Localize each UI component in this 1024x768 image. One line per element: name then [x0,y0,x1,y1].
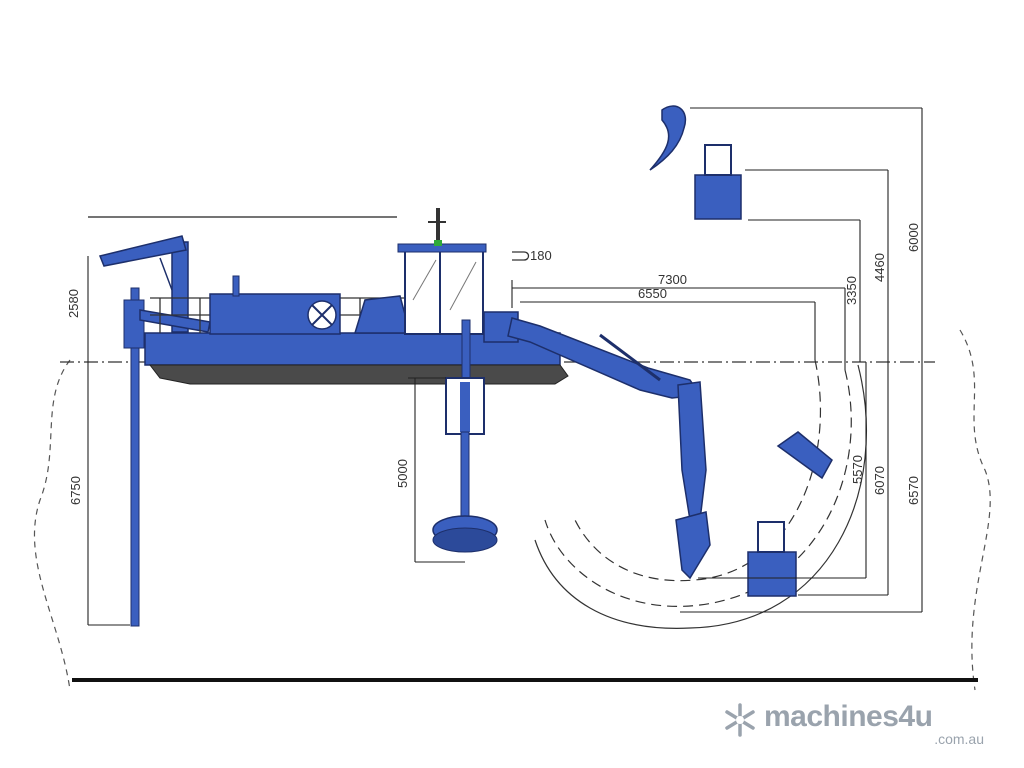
dim-6570: 6570 [906,476,921,505]
dim-3350: 3350 [844,276,859,305]
engine-housing [209,275,341,335]
machines4u-watermark: machines4u .com.au [722,700,1002,748]
dim-6000: 6000 [906,223,921,252]
dump-bucket-top [694,144,742,220]
dimension-lines [87,107,923,626]
dim-6750: 6750 [68,476,83,505]
reach-arcs [534,359,867,629]
dim-180: 180 [530,248,552,263]
operator-cabin [353,208,487,335]
center-spud-leg [432,319,498,553]
bucket-tilted [776,431,833,480]
dim-2580: 2580 [66,289,81,318]
rear-crane [98,235,211,333]
dim-5000: 5000 [395,459,410,488]
excavator-boom [483,311,711,580]
bucket-top-curled [649,105,687,171]
waterline-boundaries [33,329,991,691]
brand-name: machines4u [764,700,933,733]
dim-6070: 6070 [872,466,887,495]
brand-domain: .com.au [934,731,984,747]
snowflake-logo-icon [725,703,755,737]
dim-7300: 7300 [658,272,687,287]
dim-6550: 6550 [638,286,667,301]
rotation-arrow-icon [512,251,530,261]
dim-4460: 4460 [872,253,887,282]
dump-bucket-bottom [747,521,797,597]
dim-5570: 5570 [850,455,865,484]
left-spud-pole [130,287,140,627]
